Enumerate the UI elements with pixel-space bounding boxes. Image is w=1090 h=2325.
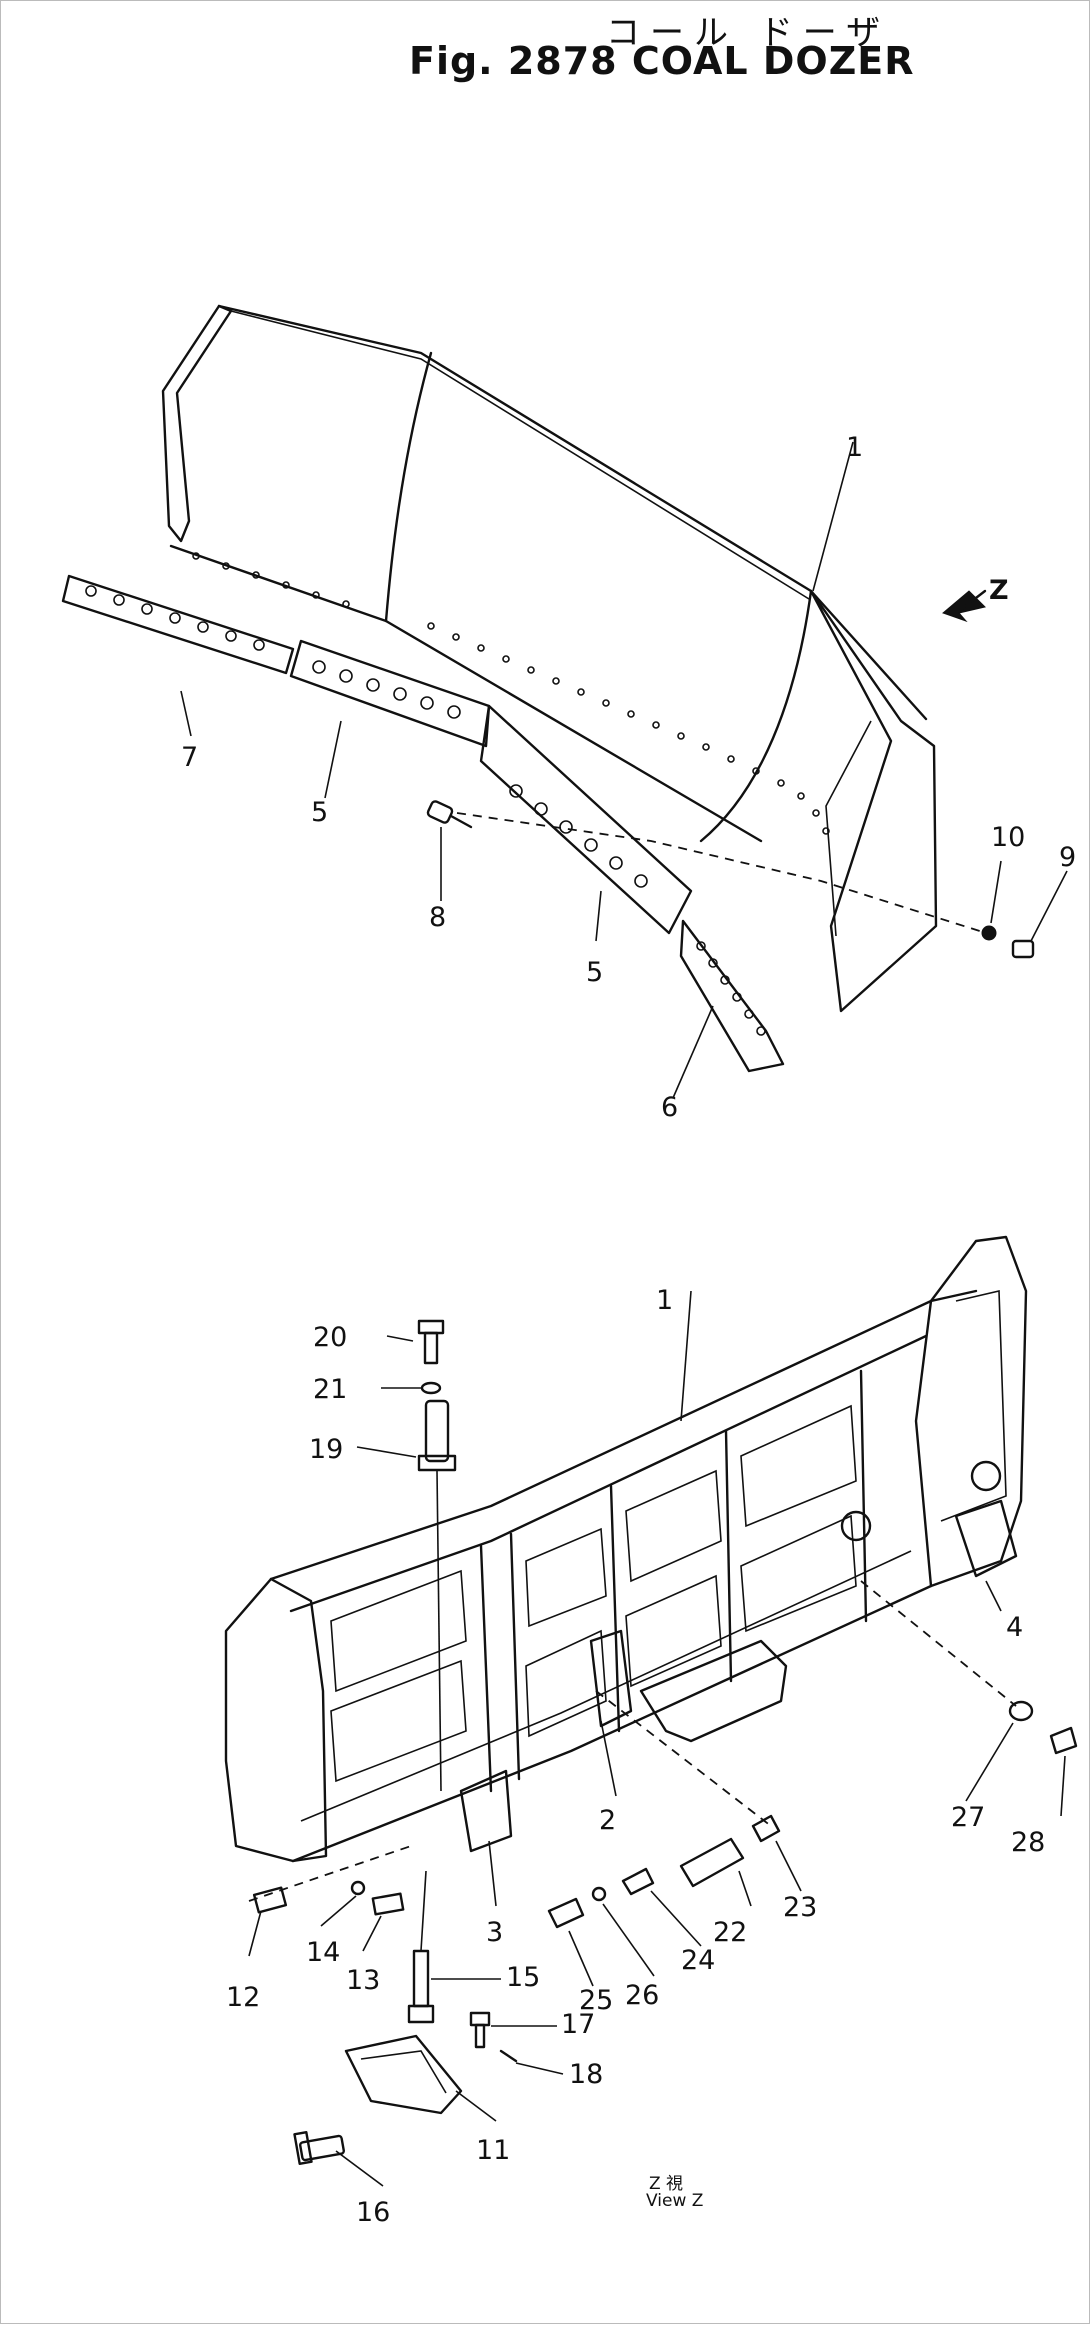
top-view-callouts: 1 7 5 8 5 6 10 9 Z	[181, 432, 1076, 1123]
push-arm	[639, 1639, 788, 1743]
nut-10	[981, 925, 997, 941]
bolt-13	[371, 1892, 405, 1916]
callout-17: 17	[561, 2009, 595, 2040]
callout-9: 9	[1059, 842, 1076, 873]
washer-21	[420, 1381, 442, 1395]
bolt-20	[417, 1319, 445, 1365]
callout-10: 10	[991, 822, 1025, 853]
callout-5: 5	[311, 797, 328, 828]
cotter-18	[499, 2049, 518, 2063]
callout-8: 8	[429, 902, 446, 933]
pin-12	[252, 1886, 288, 1914]
callout-15: 15	[506, 1962, 540, 1993]
pin-19	[417, 1399, 457, 1472]
callout-18: 18	[569, 2059, 603, 2090]
callout-6: 6	[661, 1092, 678, 1123]
callout-12: 12	[226, 1982, 260, 2013]
callout-26: 26	[625, 1980, 659, 2011]
callout-1: 1	[656, 1285, 673, 1316]
washer-14	[350, 1880, 366, 1896]
callout-22: 22	[713, 1917, 747, 1948]
callout-24: 24	[681, 1945, 715, 1976]
callout-4: 4	[1006, 1612, 1023, 1643]
nut-23	[751, 1814, 781, 1843]
trunnion-4	[954, 1499, 1018, 1578]
callout-16: 16	[356, 2197, 390, 2228]
bracket-3	[459, 1769, 513, 1853]
callout-3: 3	[486, 1917, 503, 1948]
bolt-17	[469, 2011, 491, 2049]
pin-16	[293, 2130, 345, 2166]
callout-13: 13	[346, 1965, 380, 1996]
callout-14: 14	[306, 1937, 340, 1968]
callout-5: 5	[586, 957, 603, 988]
washer-26	[591, 1886, 607, 1902]
bolt-holes	[192, 552, 830, 835]
view-note-line2: View Z	[646, 2191, 704, 2211]
shaft-22	[679, 1837, 745, 1888]
callout-20: 20	[313, 1322, 347, 1353]
callout-25: 25	[579, 1985, 613, 2016]
cutting-edge-5a	[289, 639, 491, 748]
view-z-arrow	[942, 589, 987, 623]
callout-7: 7	[181, 742, 198, 773]
callout-11: 11	[476, 2135, 510, 2166]
bolt-24	[621, 1867, 655, 1896]
arrow-z-label: Z	[989, 575, 1009, 606]
blade-top-view	[61, 304, 1068, 1099]
bracket-2	[589, 1629, 633, 1728]
callout-21: 21	[313, 1374, 347, 1405]
ring-27	[1008, 1700, 1034, 1722]
bolt-8	[426, 800, 473, 829]
callout-23: 23	[783, 1892, 817, 1923]
base-plate-11	[344, 2034, 463, 2115]
end-bit-6	[679, 919, 785, 1073]
callout-28: 28	[1011, 1827, 1045, 1858]
callout-19: 19	[309, 1434, 343, 1465]
cutting-edge-7	[61, 574, 295, 675]
callout-2: 2	[599, 1805, 616, 1836]
blade-rear-view	[224, 1235, 1078, 2187]
cutting-edge-5b	[479, 704, 693, 935]
view-note-line1: Z 視	[649, 2174, 684, 2194]
title-japanese: コール ドーザ	[606, 13, 891, 53]
figure-title: Fig. 2878 COAL DOZER	[409, 39, 915, 83]
bolt-25	[547, 1897, 585, 1929]
callout-1: 1	[846, 432, 863, 463]
washer-9	[1011, 939, 1035, 959]
bolt-15	[407, 1949, 435, 2024]
callout-27: 27	[951, 1802, 985, 1833]
nut-28	[1049, 1726, 1078, 1755]
